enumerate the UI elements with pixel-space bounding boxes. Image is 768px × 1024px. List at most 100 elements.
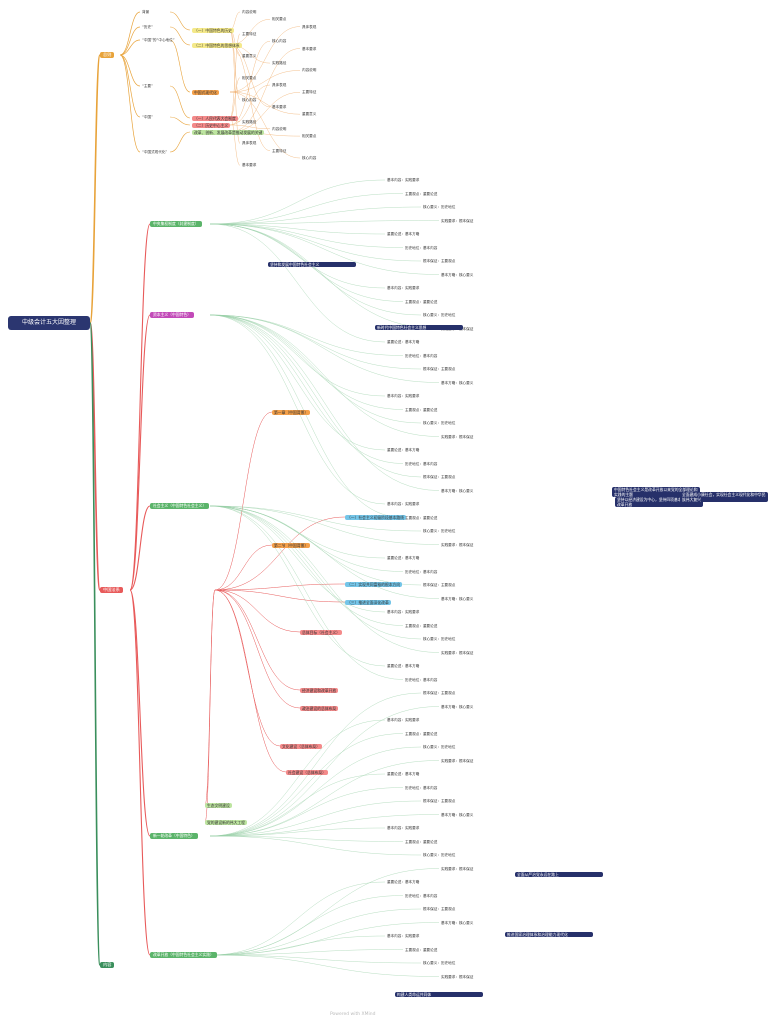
section-s5[interactable]: 改革开放（中国特色社会主义实践）: [150, 952, 217, 958]
detail-text[interactable]: 基本内容：实践要求: [387, 286, 420, 290]
detail-text[interactable]: 根本保证：主要观点: [423, 475, 456, 479]
detail-text[interactable]: 基本内容：实践要求: [387, 610, 420, 614]
section-box[interactable]: 文化建设（总体布局）: [280, 744, 322, 749]
detail-text[interactable]: 重要论述：基本方略: [387, 556, 420, 560]
detail-text[interactable]: 主要观点：重要论述: [405, 731, 438, 736]
section-box[interactable]: 社会建设（总体布局）: [286, 770, 328, 775]
detail-text[interactable]: 重要论述：基本方略: [387, 340, 420, 344]
detail-text[interactable]: 基本内容：实践要求: [387, 826, 420, 830]
note-text[interactable]: 内容说明: [272, 126, 287, 131]
detail-text[interactable]: 主要观点：重要论述: [405, 407, 438, 412]
note-text[interactable]: 基本要求: [302, 46, 317, 51]
note-text[interactable]: 相关要点: [272, 17, 287, 22]
detail-text[interactable]: 根本保证：主要观点: [423, 583, 456, 587]
detail-text[interactable]: 实践要求：根本保证: [441, 542, 474, 547]
note-text[interactable]: 实践路径: [242, 119, 257, 124]
detail-text[interactable]: 重要论述：基本方略: [387, 772, 420, 776]
detail-text[interactable]: 历史地位：基本内容: [405, 893, 438, 898]
note-text[interactable]: 基本要求: [272, 104, 287, 109]
branch-b1[interactable]: 总则: [100, 52, 115, 58]
section-box[interactable]: 第二节（中国背景）: [272, 543, 311, 548]
topic-box[interactable]: 中国式现代化: [192, 90, 219, 95]
top-label[interactable]: 背景: [142, 10, 150, 14]
note-text[interactable]: 基本要求: [242, 163, 257, 168]
detail-text[interactable]: 基本方略：核心要义: [441, 704, 474, 709]
detail-text[interactable]: 基本内容：实践要求: [387, 502, 420, 506]
detail-text[interactable]: 主要观点：重要论述: [405, 299, 438, 304]
detail-text[interactable]: 基本内容：实践要求: [387, 718, 420, 722]
detail-text[interactable]: 主要观点：重要论述: [405, 623, 438, 628]
branch-b2[interactable]: 中国法系: [100, 587, 123, 593]
detail-text[interactable]: 重要论述：基本方略: [387, 232, 420, 236]
detail-text[interactable]: 根本保证：主要观点: [423, 799, 456, 803]
dark-note[interactable]: 新时代中国特色社会主义思想: [375, 325, 463, 330]
detail-text[interactable]: 重要论述：基本方略: [387, 880, 420, 884]
detail-text[interactable]: 主要观点：重要论述: [405, 947, 438, 952]
detail-text[interactable]: 根本保证：主要观点: [423, 907, 456, 911]
note-text[interactable]: 重要意义: [242, 53, 257, 58]
detail-text[interactable]: 主要观点：重要论述: [405, 191, 438, 196]
section-box[interactable]: 经济建设和改革开放: [300, 688, 339, 693]
detail-text[interactable]: 核心要义：历史地位: [423, 313, 456, 317]
detail-text[interactable]: 基本方略：核心要义: [441, 380, 474, 385]
root-topic[interactable]: 中级会计五大因整理: [8, 316, 90, 330]
detail-text[interactable]: 实践要求：根本保证: [441, 974, 474, 979]
detail-text[interactable]: 核心要义：历史地位: [423, 853, 456, 857]
note-text[interactable]: 主要特征: [302, 90, 317, 95]
detail-text[interactable]: 实践要求：根本保证: [441, 434, 474, 439]
dark-note[interactable]: 坚持以经济建设为中心，坚持四项基本原则，坚持改革开放: [615, 497, 703, 507]
note-text[interactable]: 具体表现: [272, 83, 287, 87]
detail-text[interactable]: 核心要义：历史地位: [423, 961, 456, 965]
detail-text[interactable]: 历史地位：基本内容: [405, 785, 438, 790]
detail-text[interactable]: 历史地位：基本内容: [405, 353, 438, 358]
section-box[interactable]: 总体目标（社会主义）: [300, 630, 342, 635]
detail-text[interactable]: 核心要义：历史地位: [423, 637, 456, 641]
detail-text[interactable]: 重要论述：基本方略: [387, 448, 420, 452]
section-box[interactable]: 生态文明建设: [205, 803, 232, 808]
detail-text[interactable]: 基本方略：核心要义: [441, 812, 474, 817]
detail-text[interactable]: 基本内容：实践要求: [387, 394, 420, 398]
section-box[interactable]: 第一章（中国背景）: [272, 410, 311, 415]
section-box[interactable]: （二）实现共同富裕的根本方向: [345, 582, 403, 587]
section-box[interactable]: （三）推进全面深化改革: [345, 600, 391, 605]
detail-text[interactable]: 历史地位：基本内容: [405, 569, 438, 574]
section-s2[interactable]: 资本主义（中国特色）: [150, 312, 194, 318]
detail-text[interactable]: 实践要求：根本保证: [441, 866, 474, 871]
detail-text[interactable]: 历史地位：基本内容: [405, 677, 438, 682]
detail-text[interactable]: 基本方略：核心要义: [441, 272, 474, 277]
section-box[interactable]: 政治建设的总体布局: [300, 706, 339, 711]
detail-text[interactable]: 根本保证：主要观点: [423, 259, 456, 263]
dark-note[interactable]: 坚持和发展中国特色社会主义: [268, 262, 356, 267]
detail-text[interactable]: 基本方略：核心要义: [441, 596, 474, 601]
detail-text[interactable]: 基本方略：核心要义: [441, 488, 474, 493]
section-s3[interactable]: 社会主义（中国特色社会主义）: [150, 503, 210, 509]
note-text[interactable]: 主要特征: [272, 148, 287, 153]
top-label[interactable]: “中国式现代化”: [142, 150, 168, 154]
detail-text[interactable]: 重要论述：基本方略: [387, 664, 420, 668]
topic-box[interactable]: （一）中国特色的历史: [192, 28, 234, 33]
topic-box[interactable]: 改革、创新、发展改革是推动发展的关键: [192, 130, 265, 135]
note-text[interactable]: 具体表现: [302, 24, 317, 29]
detail-text[interactable]: 实践要求：根本保证: [441, 650, 474, 655]
detail-text[interactable]: 核心要义：历史地位: [423, 529, 456, 533]
note-text[interactable]: 相关要点: [302, 134, 317, 139]
detail-text[interactable]: 根本保证：主要观点: [423, 367, 456, 371]
note-text[interactable]: 内容说明: [302, 68, 317, 73]
top-label[interactable]: “中国”: [142, 115, 153, 119]
dark-note[interactable]: 全面从严治党永远在路上: [515, 872, 603, 877]
top-label[interactable]: “历史”: [142, 25, 153, 29]
top-label[interactable]: “中国”的“中心地位”: [142, 38, 175, 42]
note-text[interactable]: 实践路径: [272, 61, 287, 66]
detail-text[interactable]: 核心要义：历史地位: [423, 205, 456, 209]
note-text[interactable]: 重要意义: [302, 112, 317, 117]
topic-box[interactable]: （一）人民代表大会制度: [192, 116, 238, 121]
note-text[interactable]: 核心内容: [242, 97, 257, 102]
note-text[interactable]: 核心内容: [272, 39, 287, 44]
section-box[interactable]: （一）社会主义初级阶段基本路线: [345, 515, 406, 520]
branch-b3[interactable]: 内容: [100, 962, 115, 968]
note-text[interactable]: 具体表现: [242, 141, 257, 146]
topic-box[interactable]: （二）历史中心主义: [192, 123, 231, 128]
detail-text[interactable]: 基本内容：实践要求: [387, 178, 420, 182]
detail-text[interactable]: 核心要义：历史地位: [423, 745, 456, 749]
detail-text[interactable]: 基本内容：实践要求: [387, 934, 420, 938]
